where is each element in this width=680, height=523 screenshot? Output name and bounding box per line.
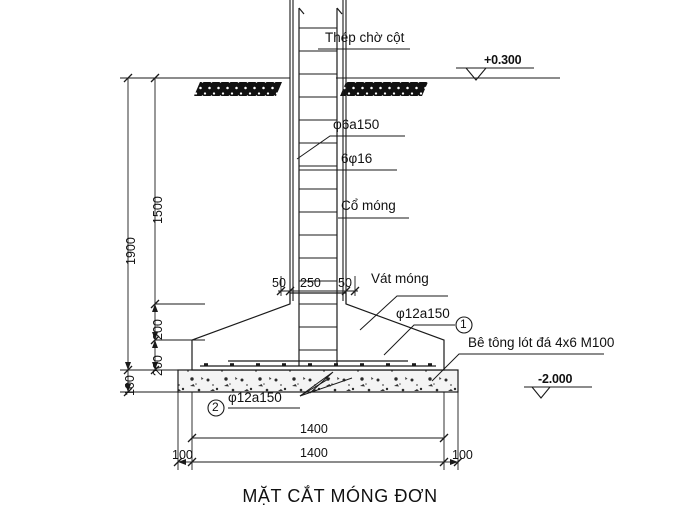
column-main-bars (298, 7, 343, 366)
dim-footing-slope-height-text: 200 (151, 319, 165, 340)
level-symbol-bottom (524, 386, 592, 399)
dim-blinding-extend-right-text: 100 (452, 448, 473, 462)
ground-hatch-right (340, 82, 428, 96)
level-symbol-top (456, 67, 534, 81)
bubble-mark-2-text: 2 (212, 400, 219, 414)
drawing-title: MẶT CẮT MÓNG ĐƠN (242, 486, 438, 506)
dim-column-cover-right-text: 50 (338, 276, 352, 290)
dim-pedestal-height-text: 1500 (151, 196, 165, 224)
dimension-arrows-bottom (178, 459, 458, 465)
label-footing-rebar-bottom: φ12a150 (228, 390, 282, 405)
ground-hatch-left (194, 82, 282, 96)
dimension-column-width (278, 276, 358, 296)
dim-overall-height-text: 1900 (124, 237, 138, 265)
leader-footing-rebar-bottom-c (299, 371, 334, 397)
pedestal-outline (289, 0, 347, 304)
leader-footing-rebar-bottom-b (299, 377, 353, 397)
label-column-main-bars: 6φ16 (341, 151, 373, 166)
dim-blinding-extend-left-text: 100 (172, 448, 193, 462)
dim-column-cover-left-text: 50 (272, 276, 286, 290)
rebar-dots (204, 363, 432, 367)
level-bottom-text: -2.000 (538, 372, 573, 386)
dim-column-width-text: 250 (300, 276, 321, 290)
bubble-mark-1-text: 1 (460, 317, 467, 331)
label-footing-rebar-top: φ12a150 (396, 306, 450, 321)
dim-footing-base-height-text: 200 (151, 355, 165, 376)
dimension-arrows-left (125, 304, 158, 392)
dim-blinding-thickness-text: 100 (123, 375, 137, 396)
column-stirrups (299, 27, 337, 351)
label-column-stirrup: φ6a150 (333, 117, 380, 132)
dimension-chain-left (120, 77, 205, 393)
dimension-column-ticks (276, 286, 360, 296)
leader-footing-rebar-bottom-a (299, 377, 331, 397)
label-lean-concrete: Bê tông lót đá 4x6 M100 (468, 335, 615, 350)
dim-footing-width-inner-text: 1400 (300, 422, 328, 436)
footing-pad (191, 292, 445, 371)
label-footing-chamfer: Vát móng (371, 271, 429, 286)
dimension-ticks-bottom (173, 433, 463, 467)
label-starter-bars: Thép chờ cột (325, 30, 405, 45)
label-pedestal: Cổ móng (341, 198, 396, 213)
level-top-text: +0.300 (484, 53, 522, 67)
dim-footing-width-outer-text: 1400 (300, 446, 328, 460)
footing-bottom-rebar (200, 360, 436, 367)
bubble-mark-1 (455, 316, 473, 334)
lean-concrete-layer (177, 369, 459, 393)
bubble-mark-2 (207, 399, 225, 417)
label-underlines (228, 48, 604, 409)
